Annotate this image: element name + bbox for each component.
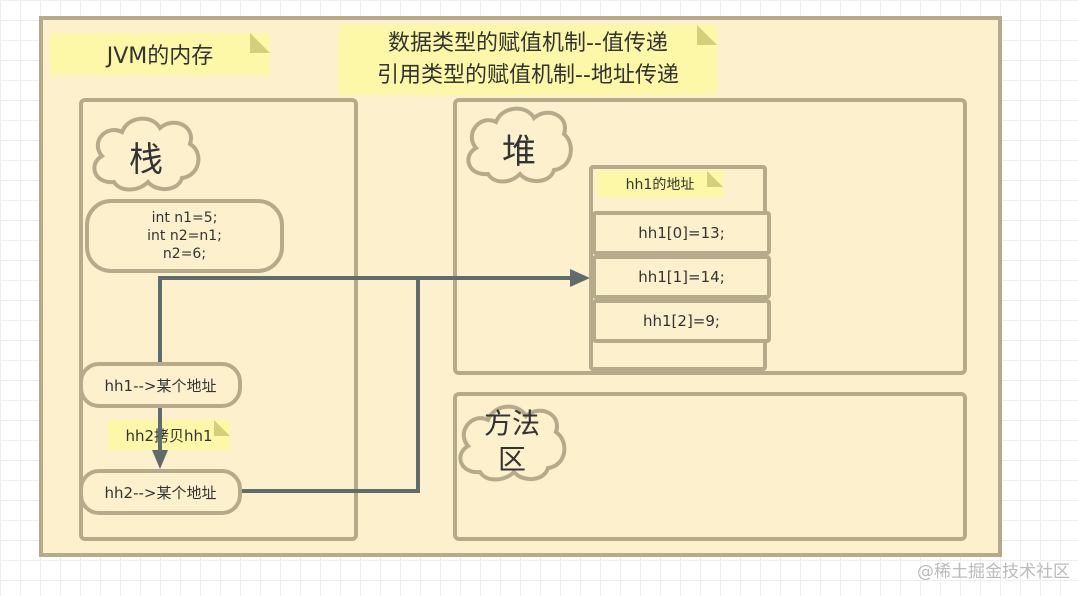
note-fold-icon (707, 171, 723, 187)
array-cell-2: hh1[2]=9; (592, 299, 771, 343)
hh2-reference-text: hh2-->某个地址 (104, 483, 217, 502)
heap-address-note: hh1的地址 (597, 171, 723, 197)
heap-arrowhead-icon (570, 269, 590, 287)
stack-cloud-icon (92, 116, 201, 192)
stack-panel (79, 98, 358, 541)
stack-label: 栈 (129, 140, 163, 180)
watermark: @稀土掘金技术社区 (917, 562, 1070, 582)
copy-note-text: hh2拷贝hh1 (125, 426, 213, 445)
code-line-1: int n1=5; (151, 210, 218, 226)
value-passing-text: 数据类型的赋值机制--值传递 (388, 31, 668, 56)
array-cell-0-text: hh1[0]=13; (638, 224, 725, 242)
heap-address-text: hh1的地址 (625, 177, 695, 193)
array-cell-1-text: hh1[1]=14; (638, 268, 725, 286)
method-area-label: 方法 区 (452, 406, 572, 478)
method-area-cloud-icon (458, 404, 567, 482)
note-fold-icon (697, 25, 717, 45)
hh1-reference-box: hh1-->某个地址 (79, 362, 242, 408)
note-fold-icon (250, 33, 270, 53)
jvm-title-note: JVM的内存 (50, 33, 270, 75)
jvm-title-text: JVM的内存 (106, 44, 214, 69)
heap-label: 堆 (502, 132, 536, 172)
heap-panel (453, 98, 967, 375)
copy-note: hh2拷贝hh1 (108, 420, 230, 450)
primitive-code-block: int n1=5; int n2=n1; n2=6; (85, 199, 284, 273)
method-area-label-line1: 方法 (483, 407, 540, 440)
code-line-3: n2=6; (162, 246, 207, 262)
hh2-to-heap-arrow (242, 278, 420, 493)
array-cell-0: hh1[0]=13; (592, 211, 771, 255)
method-area-panel (453, 392, 967, 541)
hh2-reference-box: hh2-->某个地址 (79, 469, 242, 515)
note-fold-icon (214, 420, 230, 436)
code-line-2: int n2=n1; (147, 228, 222, 244)
assignment-mechanism-note: 数据类型的赋值机制--值传递 引用类型的赋值机制--地址传递 (339, 25, 717, 95)
method-area-label-line2: 区 (497, 443, 526, 476)
copy-arrowhead-icon (152, 450, 168, 469)
reference-passing-text: 引用类型的赋值机制--地址传递 (377, 63, 679, 88)
heap-cloud-icon (466, 106, 573, 184)
array-cell-2-text: hh1[2]=9; (643, 312, 720, 330)
array-cell-1: hh1[1]=14; (592, 255, 771, 299)
hh1-to-heap-arrow (158, 276, 574, 362)
hh1-reference-text: hh1-->某个地址 (104, 376, 217, 395)
